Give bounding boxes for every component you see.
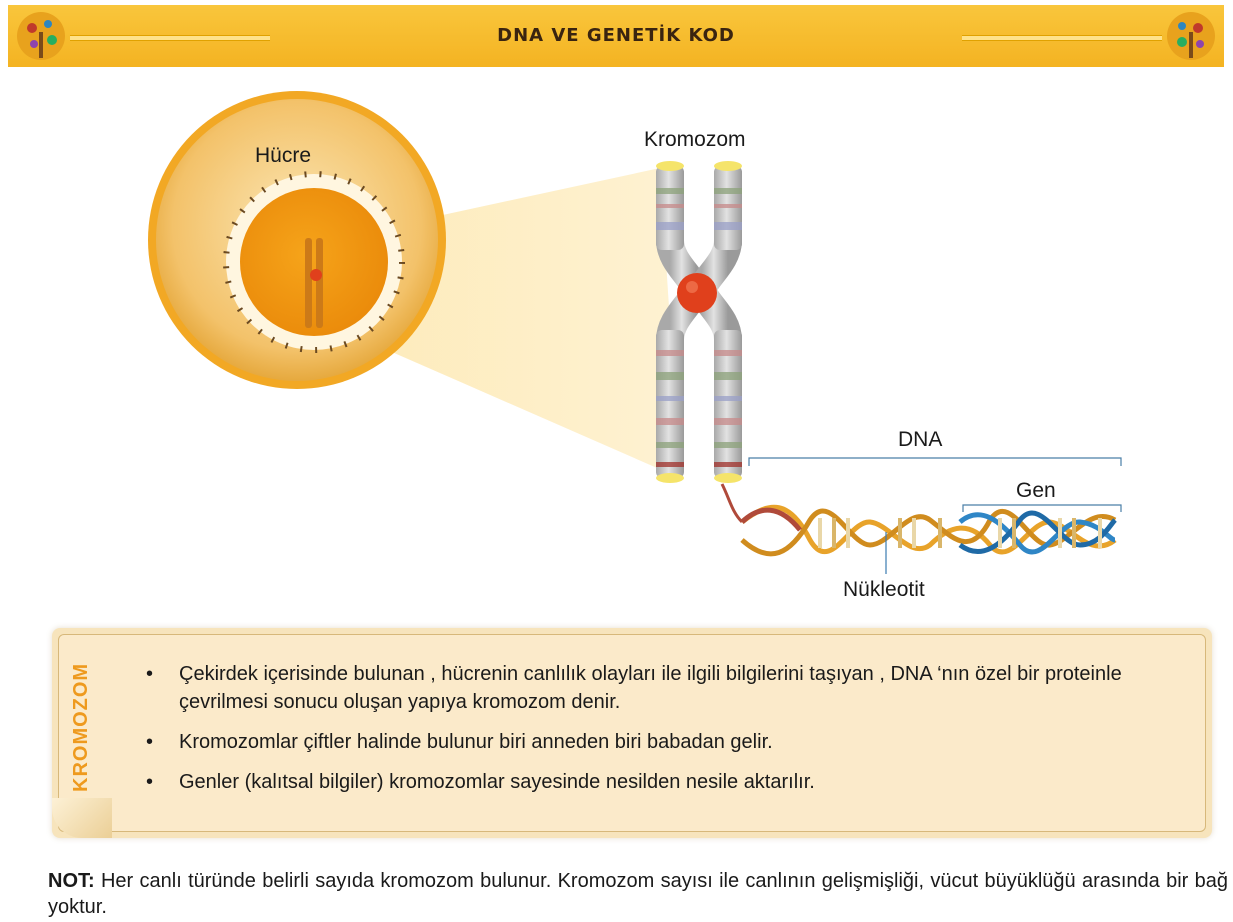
dna-label: DNA: [898, 428, 943, 451]
bullet-icon: •: [146, 731, 154, 753]
page-curl-decoration: [52, 798, 112, 838]
cell-label: Hücre: [255, 144, 312, 167]
cell-icon: [148, 91, 446, 389]
note-text: Her canlı türünde belirli sayıda kromozo…: [48, 870, 1228, 918]
dna-illustration: [148, 91, 1122, 574]
chromosome-icon: [656, 161, 742, 483]
bullet-text: Kromozomlar çiftler halinde bulunur biri…: [179, 731, 773, 753]
header-banner: DNA VE GENETİK KOD: [8, 5, 1224, 67]
chromosome-label: Kromozom: [644, 128, 746, 151]
decorative-tree-icon: [1167, 12, 1215, 60]
dna-double-helix: [720, 483, 1117, 557]
bullet-icon: •: [146, 771, 154, 793]
pencil-decoration-right: [962, 35, 1162, 41]
page-title: DNA VE GENETİK KOD: [497, 25, 735, 46]
bullet-list: • Çekirdek içerisinde bulunan , hücrenin …: [140, 660, 1170, 808]
gene-bracket: [962, 504, 1122, 512]
bullet-text: Genler (kalıtsal bilgiler) kromozomlar s…: [179, 771, 815, 793]
bullet-icon: •: [146, 663, 154, 685]
info-box-inner: [58, 634, 1206, 832]
nucleotide-label: Nükleotit: [843, 578, 925, 601]
pencil-decoration-left: [70, 35, 270, 41]
note-label: NOT:: [48, 870, 95, 892]
info-box-side-label: KROMOZOM: [70, 662, 92, 792]
bullet-text: Çekirdek içerisinde bulunan , hücrenin c…: [179, 663, 1122, 713]
dna-bracket: [748, 457, 1122, 466]
list-item: • Kromozomlar çiftler halinde bulunur bir…: [140, 728, 1170, 756]
note-paragraph: NOT: Her canlı türünde belirli sayıda kr…: [48, 868, 1228, 920]
list-item: • Genler (kalıtsal bilgiler) kromozomlar …: [140, 768, 1170, 796]
gene-label: Gen: [1016, 479, 1056, 502]
mini-chromosome-icon: [305, 238, 323, 328]
decorative-tree-icon: [17, 12, 65, 60]
list-item: • Çekirdek içerisinde bulunan , hücrenin …: [140, 660, 1170, 716]
chromosome-info-box: [52, 628, 1212, 838]
